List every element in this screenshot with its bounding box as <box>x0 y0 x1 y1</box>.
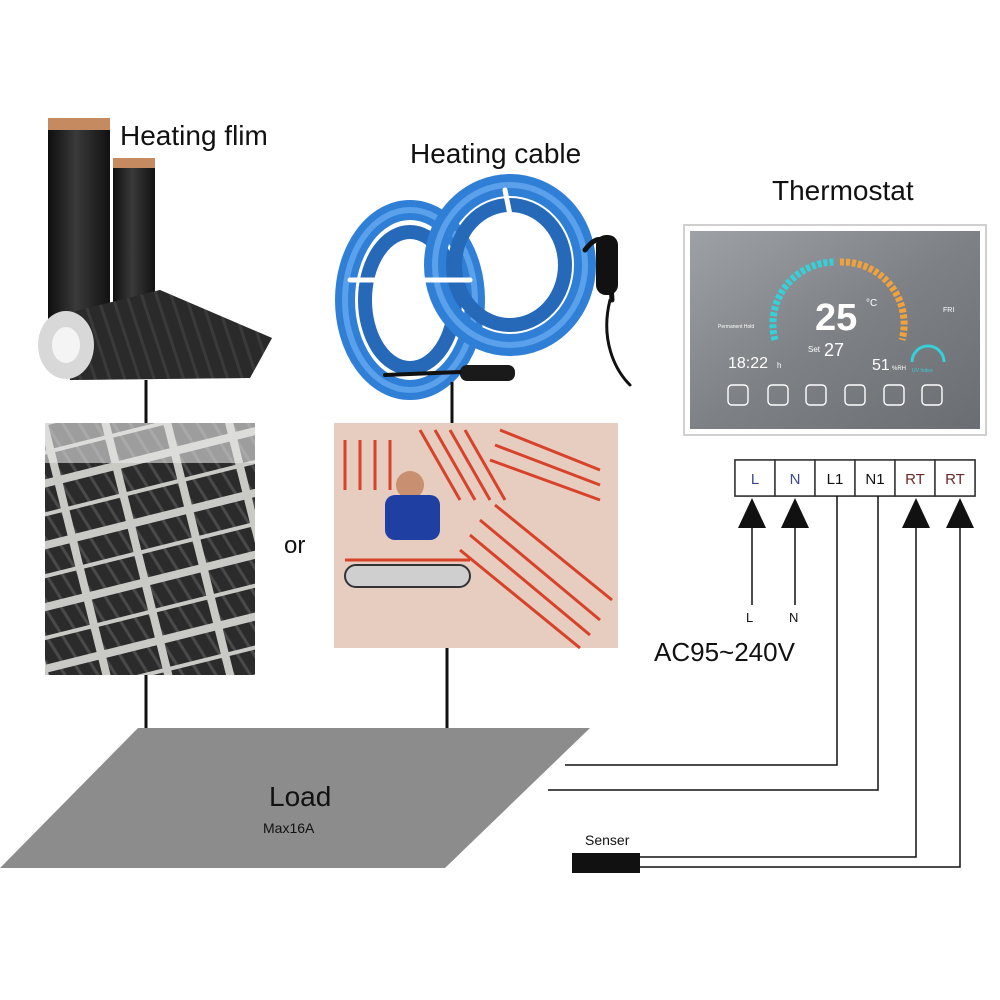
terminal-label: N1 <box>865 471 884 488</box>
terminal-cell <box>894 459 936 497</box>
terminal-label: L <box>751 471 759 488</box>
supply-voltage-label: AC95~240V <box>654 637 796 667</box>
cable-floor-photo <box>334 423 618 650</box>
load-label: Load <box>269 781 331 812</box>
wire-RT2-to-sensor <box>635 526 961 868</box>
film-roll-core <box>52 327 80 363</box>
supply-N-label: N <box>789 610 798 625</box>
thermostat-device: 25 °C Set 27 18:22 h 51 %RH FRI Permanen… <box>683 224 987 436</box>
uv-label: UV Index <box>912 368 933 374</box>
power-button-icon[interactable] <box>727 384 749 406</box>
heating-cable-image <box>335 174 632 400</box>
sensor-probe <box>572 853 640 873</box>
terminal-label: RT <box>945 471 965 488</box>
thermostat-panel <box>690 231 980 429</box>
arrow-N-icon <box>781 498 809 528</box>
terminal-cell <box>814 459 856 497</box>
wire-RT1-to-sensor <box>635 526 917 858</box>
wire-N1-to-load <box>548 496 879 791</box>
temperature-unit: °C <box>866 298 877 309</box>
terminal-cell <box>774 459 816 497</box>
arrow-RT2-icon <box>946 498 974 528</box>
thermostat-buttons <box>727 384 943 406</box>
wire-L1-to-load <box>565 496 838 766</box>
terminal-block: L N L1 N1 RT RT <box>734 459 976 497</box>
terminal-label: L1 <box>827 471 844 488</box>
heating-cable-label: Heating cable <box>410 138 581 169</box>
arrowheads <box>738 498 974 528</box>
cable-mat-roll <box>344 564 471 588</box>
clock-time: 18:22 <box>728 355 768 372</box>
menu-button-icon[interactable] <box>767 384 789 406</box>
load-max-label: Max16A <box>263 820 315 836</box>
wiring <box>548 496 961 868</box>
uv-gauge-icon <box>910 344 946 363</box>
terminal-cell <box>934 459 976 497</box>
heating-film-image <box>38 118 272 380</box>
gauge-cyan-arc <box>769 258 836 341</box>
film-roll-tall-edge <box>48 118 110 130</box>
film-roll-short-edge <box>113 158 155 168</box>
terminal-label: N <box>790 471 801 488</box>
cable-coil-left <box>335 200 485 400</box>
clock-button-icon[interactable] <box>844 384 866 406</box>
worker-head <box>396 471 424 499</box>
or-label: or <box>284 532 305 559</box>
set-temperature: 27 <box>824 340 844 360</box>
thermostat-label: Thermostat <box>772 175 914 206</box>
arrow-L-icon <box>738 498 766 528</box>
down-button-icon[interactable] <box>921 384 943 406</box>
humidity-unit: %RH <box>892 366 906 372</box>
fan-button-icon[interactable] <box>805 384 827 406</box>
arrow-RT1-icon <box>902 498 930 528</box>
day-label: FRI <box>943 307 954 314</box>
connector-lines <box>144 380 454 728</box>
up-button-icon[interactable] <box>883 384 905 406</box>
worker-body <box>385 495 440 540</box>
film-floor-photo <box>45 423 255 675</box>
clock-suffix: h <box>777 361 781 370</box>
humidity-value: 51 <box>872 357 890 374</box>
sensor-label: Senser <box>585 832 630 848</box>
heating-film-label: Heating flim <box>120 120 268 151</box>
terminal-cell <box>854 459 896 497</box>
film-sheet-strips <box>60 290 272 380</box>
current-temperature: 25 <box>815 297 857 339</box>
supply-L-label: L <box>746 610 753 625</box>
load-plate <box>0 728 590 868</box>
gauge-orange-arc <box>839 258 908 341</box>
mode-label: Permanent Hold <box>718 324 754 330</box>
set-label: Set <box>808 345 821 354</box>
terminal-cell <box>734 459 776 497</box>
terminal-label: RT <box>905 471 925 488</box>
